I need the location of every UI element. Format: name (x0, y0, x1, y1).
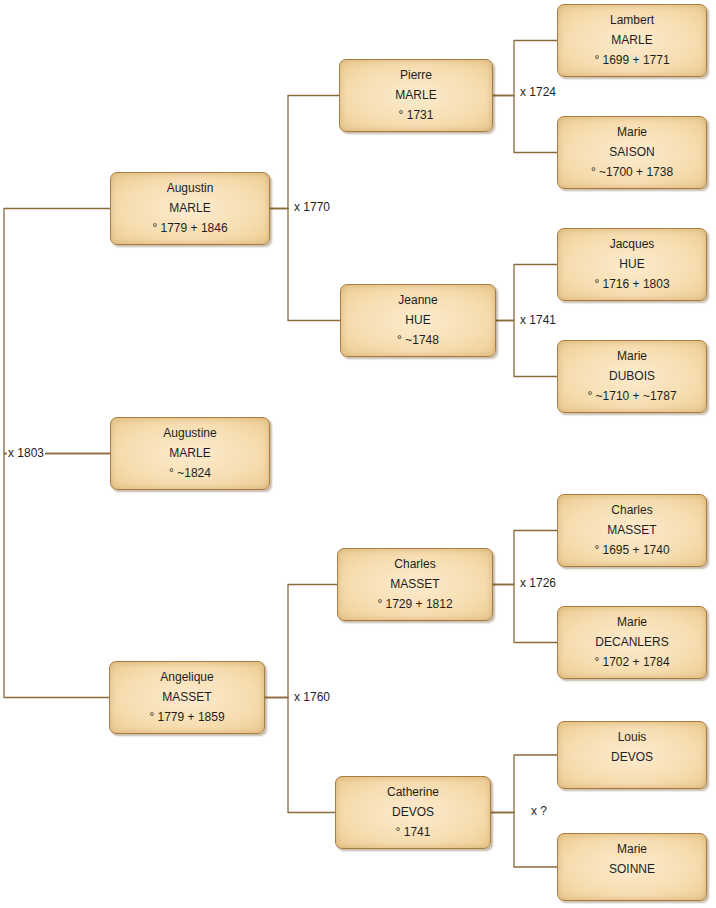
person-name: Marie (564, 839, 700, 859)
person-box: MarieSOINNE (557, 833, 707, 901)
lineage-connector (265, 585, 337, 698)
person-name: Pierre (346, 65, 486, 85)
person-dates: ° ~1748 (347, 330, 489, 350)
marriage-label: x 1760 (293, 690, 331, 704)
person-name: Angelique (116, 667, 258, 687)
person-surname: DUBOIS (564, 366, 700, 386)
person-dates: ° 1699 + 1771 (564, 50, 700, 70)
person-dates: ° 1695 + 1740 (564, 540, 700, 560)
person-name: Jeanne (347, 290, 489, 310)
person-surname: DEVOS (564, 747, 700, 767)
marriage-label: x 1724 (519, 85, 557, 99)
person-box: CatherineDEVOS° 1741 (335, 776, 491, 849)
marriage-label: x 1741 (519, 313, 557, 327)
person-dates: ° 1741 (342, 822, 484, 842)
person-dates: ° 1716 + 1803 (564, 274, 700, 294)
lineage-connector (496, 321, 557, 377)
person-surname: DEVOS (342, 802, 484, 822)
person-name: Louis (564, 727, 700, 747)
person-dates: ° ~1700 + 1738 (564, 162, 700, 182)
person-surname: SAISON (564, 142, 700, 162)
person-dates: ° 1731 (346, 105, 486, 125)
lineage-connector (4, 454, 110, 698)
person-name: Augustine (117, 423, 263, 443)
person-dates: ° 1779 + 1846 (117, 218, 263, 238)
person-box: MarieDUBOIS° ~1710 + ~1787 (557, 340, 707, 413)
person-surname: MASSET (344, 574, 486, 594)
person-name: Charles (344, 554, 486, 574)
person-surname: HUE (347, 310, 489, 330)
lineage-connector (270, 209, 340, 321)
person-box: LambertMARLE° 1699 + 1771 (557, 4, 707, 77)
lineage-connector (491, 813, 557, 868)
person-surname: MARLE (346, 85, 486, 105)
lineage-connector (4, 209, 110, 454)
person-surname: MARLE (117, 198, 263, 218)
person-dates: ° 1702 + 1784 (564, 652, 700, 672)
person-box: PierreMARLE° 1731 (339, 59, 493, 132)
lineage-connector (265, 698, 335, 813)
person-box: CharlesMASSET° 1695 + 1740 (557, 494, 707, 567)
person-name: Jacques (564, 234, 700, 254)
person-box: JeanneHUE° ~1748 (340, 284, 496, 357)
person-dates: ° 1779 + 1859 (116, 707, 258, 727)
person-name: Catherine (342, 782, 484, 802)
person-box: AugustinMARLE° 1779 + 1846 (110, 172, 270, 245)
person-dates: ° ~1710 + ~1787 (564, 386, 700, 406)
person-box: AngeliqueMASSET° 1779 + 1859 (109, 661, 265, 734)
person-surname: MASSET (564, 520, 700, 540)
person-surname: DECANLERS (564, 632, 700, 652)
marriage-label: x 1726 (519, 576, 557, 590)
person-surname: MASSET (116, 687, 258, 707)
person-surname: MARLE (117, 443, 263, 463)
person-name: Charles (564, 500, 700, 520)
person-box: AugustineMARLE° ~1824 (110, 417, 270, 490)
person-surname: HUE (564, 254, 700, 274)
person-name: Augustin (117, 178, 263, 198)
person-box: LouisDEVOS (557, 721, 707, 789)
person-surname: SOINNE (564, 859, 700, 879)
person-box: MarieDECANLERS° 1702 + 1784 (557, 606, 707, 679)
person-box: MarieSAISON° ~1700 + 1738 (557, 116, 707, 189)
person-name: Marie (564, 346, 700, 366)
person-box: JacquesHUE° 1716 + 1803 (557, 228, 707, 301)
person-box: CharlesMASSET° 1729 + 1812 (337, 548, 493, 621)
lineage-connector (493, 96, 557, 153)
person-name: Marie (564, 612, 700, 632)
person-dates: ° ~1824 (117, 463, 263, 483)
person-dates: ° 1729 + 1812 (344, 594, 486, 614)
marriage-label: x 1770 (293, 200, 331, 214)
marriage-label: x 1803 (7, 446, 45, 460)
lineage-connector (493, 585, 557, 643)
lineage-connector (270, 96, 339, 209)
marriage-label: x ? (530, 804, 548, 818)
person-name: Marie (564, 122, 700, 142)
person-surname: MARLE (564, 30, 700, 50)
person-name: Lambert (564, 10, 700, 30)
